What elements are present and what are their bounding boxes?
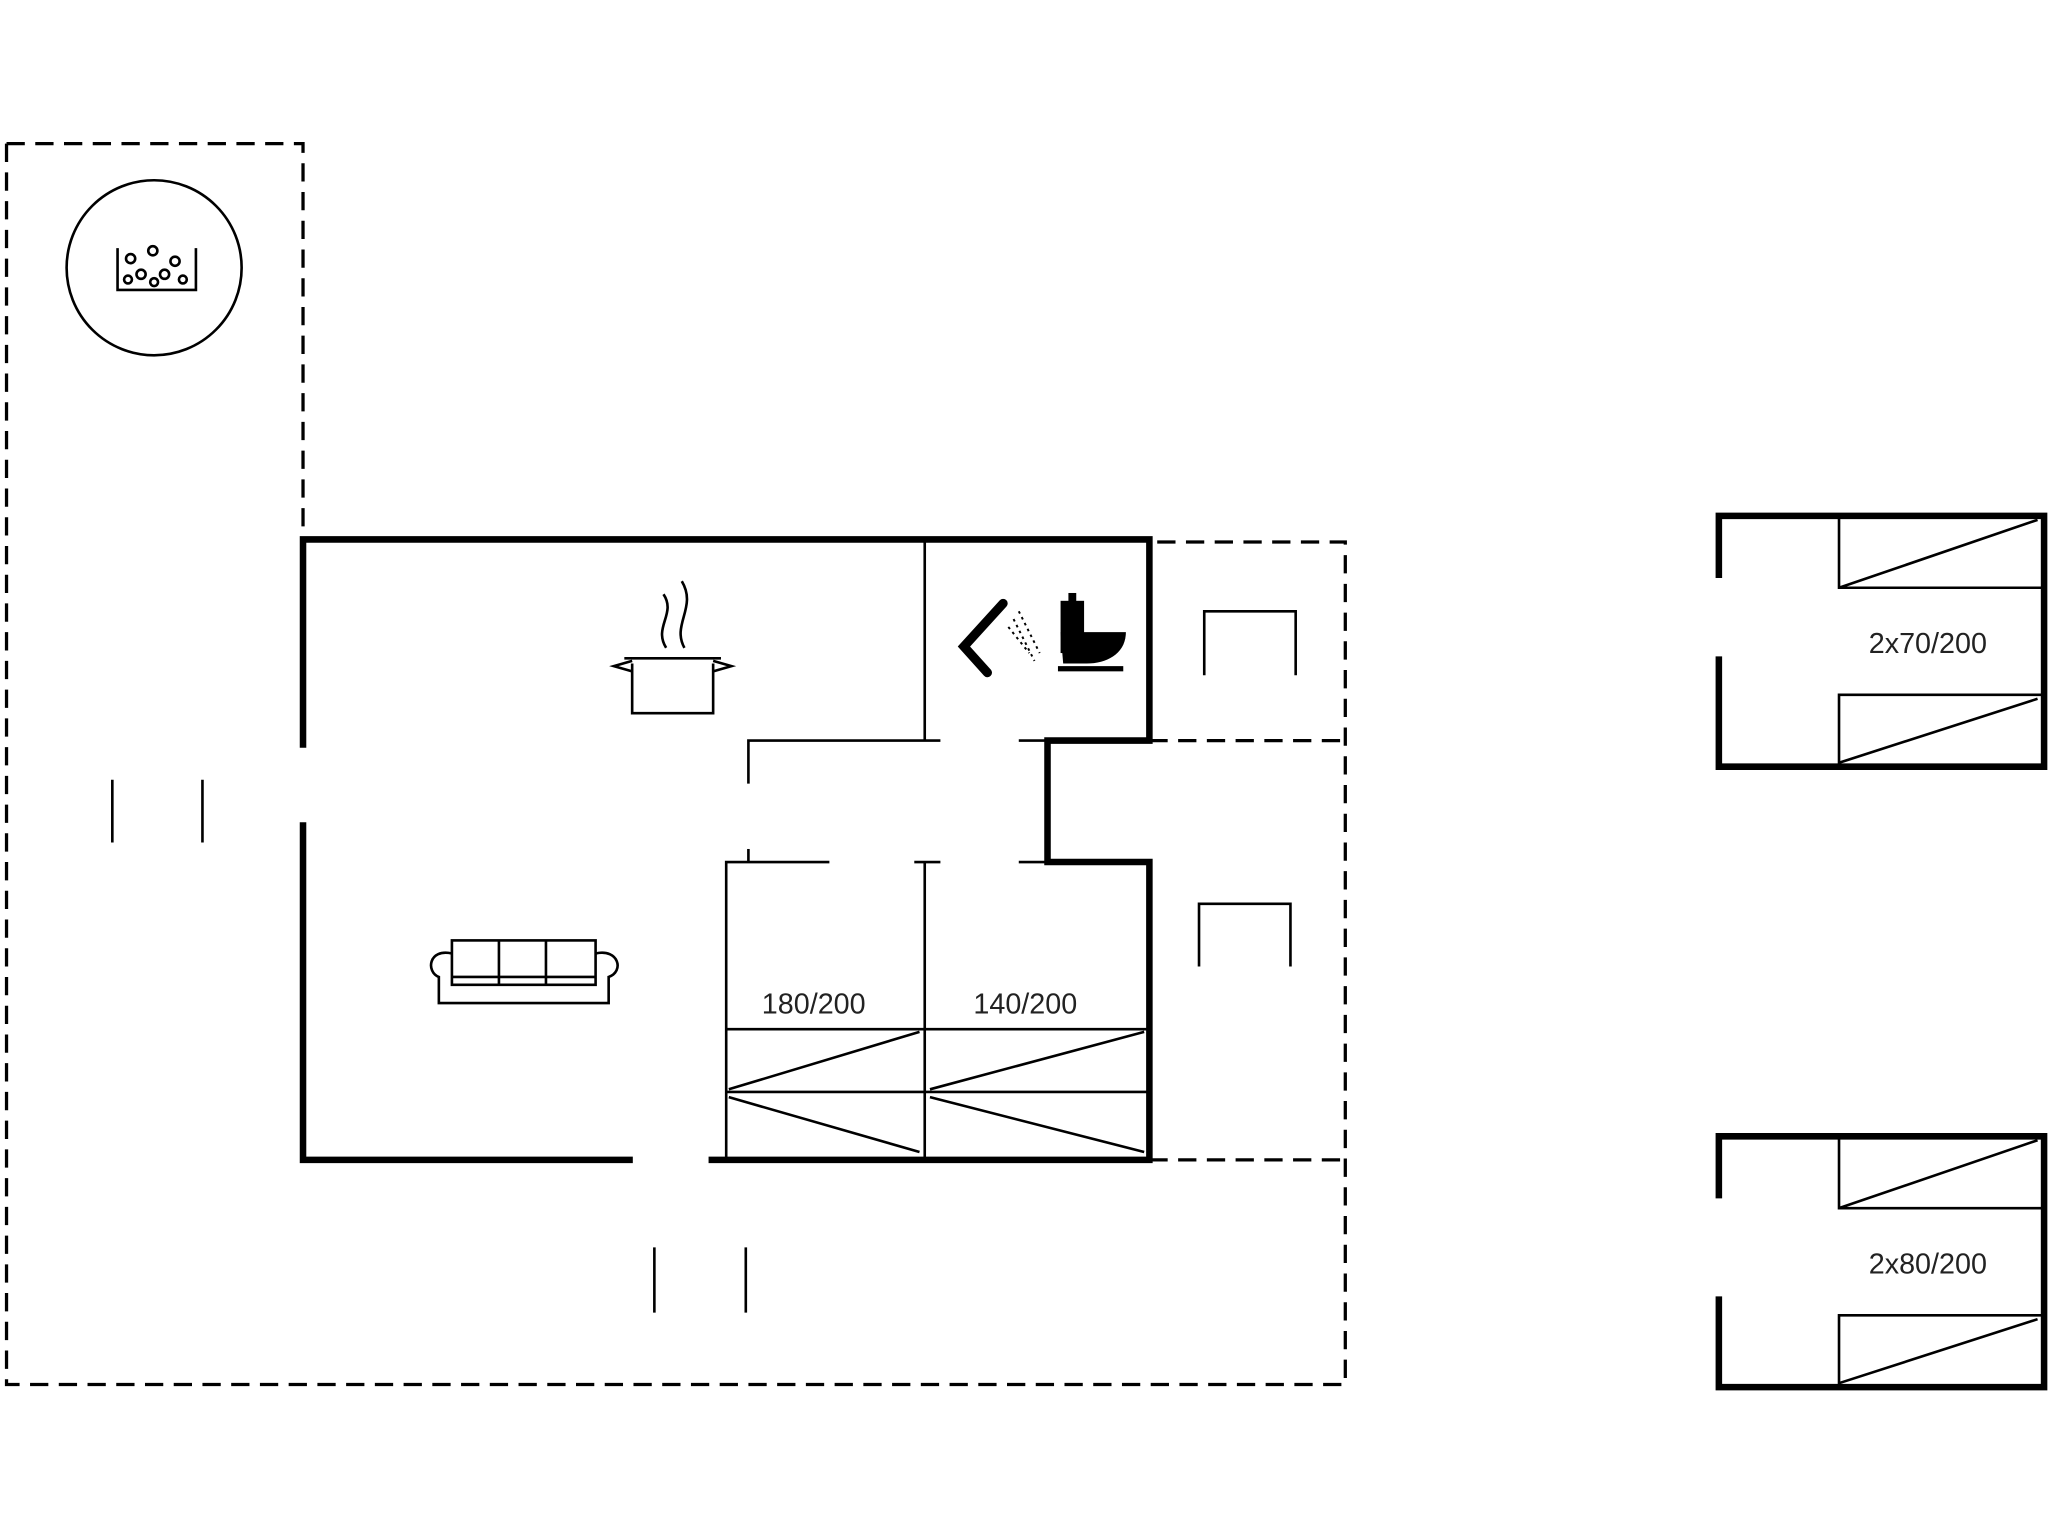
bed-size-label: 180/200 bbox=[762, 989, 866, 1021]
interior-walls bbox=[724, 539, 1048, 1160]
terrace-chair bbox=[1202, 609, 1297, 676]
toilet-icon bbox=[1057, 592, 1126, 672]
annex-1: 2x70/200 bbox=[1715, 512, 2048, 770]
bed-size-label: 140/200 bbox=[973, 989, 1077, 1021]
shower-icon bbox=[957, 598, 1041, 678]
terrace-outline bbox=[4, 142, 1347, 1387]
bed-size-label: 2x70/200 bbox=[1869, 628, 1987, 660]
hot-tub-icon bbox=[65, 178, 243, 357]
bed-bedroom2 bbox=[924, 1027, 1150, 1154]
door-markers bbox=[111, 779, 748, 1313]
bed-bedroom1 bbox=[726, 1027, 925, 1154]
exterior-walls bbox=[299, 536, 1153, 1164]
annex-2: 2x80/200 bbox=[1715, 1133, 2048, 1391]
sofa-icon bbox=[429, 939, 619, 1005]
bed-size-label: 2x80/200 bbox=[1869, 1248, 1987, 1280]
cooking-pot-icon bbox=[609, 580, 737, 715]
terrace-chair bbox=[1197, 902, 1292, 967]
